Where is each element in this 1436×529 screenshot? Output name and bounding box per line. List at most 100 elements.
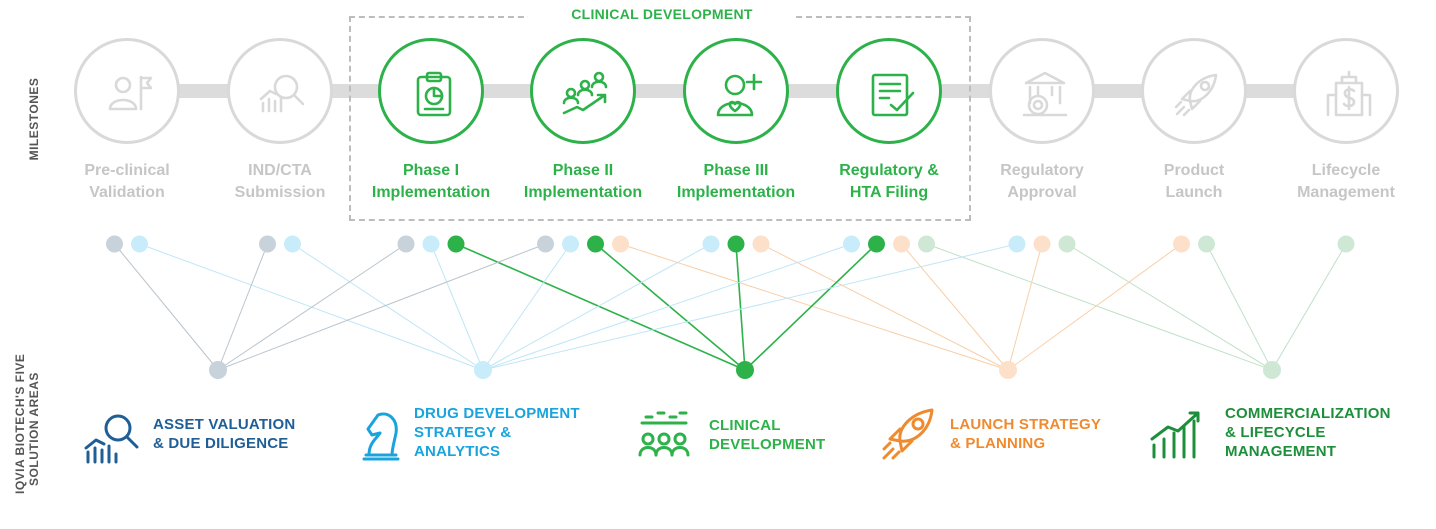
solution-area-label-line: ANALYTICS <box>414 443 501 460</box>
milestone-label: IND/CTA Submission <box>205 160 355 204</box>
milestone-label-line2: Implementation <box>523 184 643 201</box>
connection-line <box>735 243 746 371</box>
milestone-circle <box>530 38 636 144</box>
dollar-building-icon <box>1326 70 1372 117</box>
connection-line <box>482 243 1018 371</box>
milestone-connection-dot <box>1008 235 1026 253</box>
connection-line <box>1271 243 1347 371</box>
person-flag-icon <box>108 75 153 111</box>
solution-area-label-line: DRUG DEVELOPMENT <box>414 405 580 422</box>
solution-area-label-line: & DUE DILIGENCE <box>153 435 289 452</box>
rocket-icon <box>880 405 936 461</box>
solution-area-dot <box>736 361 754 379</box>
solution-area-label-2: DRUG DEVELOPMENT STRATEGY & ANALYTICS <box>414 404 580 461</box>
milestone-9 <box>1293 38 1399 144</box>
clinical-development-group-title: CLINICAL DEVELOPMENT <box>528 6 796 22</box>
milestone-label-line1: Product <box>1163 162 1225 179</box>
solution-area-label-line: STRATEGY & <box>414 424 512 441</box>
milestone-label-line2: Implementation <box>676 184 796 201</box>
milestone-connection-dot <box>537 235 554 253</box>
solution-area-label-4: LAUNCH STRATEGY & PLANNING <box>950 415 1101 453</box>
solution-area-label-line: DEVELOPMENT <box>709 436 826 453</box>
connection-line <box>114 243 219 371</box>
milestone-5 <box>683 38 789 144</box>
milestone-connection-dot <box>843 235 860 253</box>
milestone-connection-dot <box>1173 235 1190 253</box>
milestone-circle <box>1293 38 1399 144</box>
connection-line <box>217 243 268 371</box>
connection-line <box>482 243 712 371</box>
milestone-label-line1: IND/CTA <box>248 162 312 179</box>
milestone-label-line2: Launch <box>1165 184 1223 201</box>
connection-line <box>1066 243 1273 371</box>
milestone-1 <box>74 38 180 144</box>
people-chart-icon <box>636 407 692 463</box>
milestone-connection-dot <box>284 235 301 253</box>
connection-line <box>620 243 1009 371</box>
milestone-3 <box>378 38 484 144</box>
solution-area-label-1: ASSET VALUATION & DUE DILIGENCE <box>153 415 295 453</box>
milestone-circle <box>227 38 333 144</box>
milestone-connection-dot <box>868 235 885 253</box>
solution-area-label-line: ASSET VALUATION <box>153 416 296 433</box>
milestone-label-line2: Approval <box>1007 184 1077 201</box>
connection-line <box>217 243 407 371</box>
milestone-circle <box>378 38 484 144</box>
solution-area-dot <box>474 361 492 379</box>
connection-line <box>292 243 484 371</box>
milestone-connection-dot <box>1033 235 1051 253</box>
connection-line <box>1206 243 1273 371</box>
connection-line <box>760 243 1009 371</box>
milestone-label-line2: Management <box>1297 184 1395 201</box>
document-check-icon <box>871 73 915 117</box>
milestone-connection-dot <box>1058 235 1076 253</box>
milestone-connection-dot <box>702 235 720 253</box>
milestone-connection-dot <box>918 235 935 253</box>
solution-area-label-line: & PLANNING <box>950 435 1046 452</box>
milestone-label-line2: Validation <box>89 184 165 201</box>
milestone-connection-dot <box>1337 235 1355 253</box>
milestone-connection-dot <box>562 235 579 253</box>
rocket-icon <box>1174 73 1218 117</box>
connection-line <box>482 243 852 371</box>
solution-area-dot <box>1263 361 1281 379</box>
milestone-label-line1: Lifecycle <box>1311 162 1381 179</box>
milestone-label-line1: Regulatory <box>1000 162 1084 179</box>
connection-line <box>1007 243 1043 371</box>
milestone-label-line1: Phase I <box>402 162 460 179</box>
connection-line <box>901 243 1009 371</box>
milestone-label-line1: Phase II <box>552 162 614 179</box>
milestone-connection-dot <box>422 235 440 253</box>
milestone-connection-dot <box>893 235 910 253</box>
solution-area-dot <box>209 361 227 379</box>
solution-area-label-line: COMMERCIALIZATION <box>1225 405 1391 422</box>
milestone-connection-dot <box>727 235 745 253</box>
milestone-4 <box>530 38 636 144</box>
milestone-label-line2: Submission <box>234 184 326 201</box>
milestone-connection-dot <box>447 235 465 253</box>
connection-line <box>594 243 746 371</box>
milestone-circle <box>74 38 180 144</box>
connection-line <box>482 243 571 371</box>
connection-line <box>1007 243 1182 371</box>
connection-line <box>926 243 1273 371</box>
people-growth-icon <box>562 71 608 115</box>
milestone-label-line1: Regulatory & <box>839 162 939 179</box>
milestone-circle <box>989 38 1095 144</box>
milestone-7 <box>989 38 1095 144</box>
magnifier-chart-icon <box>259 74 305 113</box>
solution-area-label-line: LAUNCH STRATEGY <box>950 416 1102 433</box>
milestone-circle <box>683 38 789 144</box>
milestone-label-line1: Pre-clinical <box>84 162 170 179</box>
milestone-label-line1: Phase III <box>703 162 769 179</box>
milestone-6 <box>836 38 942 144</box>
clipboard-chart-icon <box>416 71 452 117</box>
solution-area-label-line: MANAGEMENT <box>1225 443 1337 460</box>
milestone-connection-dot <box>612 235 629 253</box>
solution-area-label-line: CLINICAL <box>709 417 781 434</box>
milestone-label: Phase III Implementation <box>661 160 811 204</box>
